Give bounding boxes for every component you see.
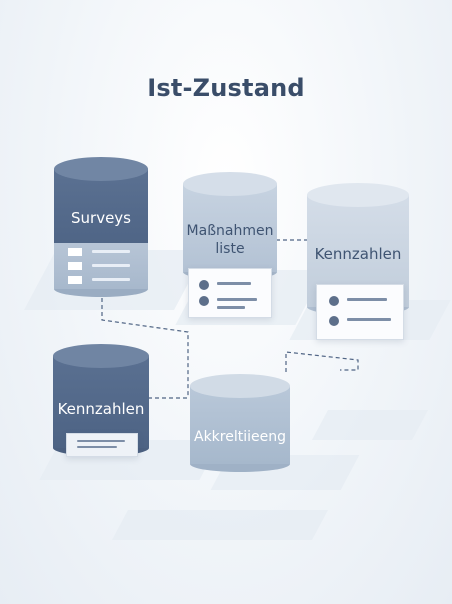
- kennzahlen-right-label: Kennzahlen: [314, 245, 402, 263]
- massnahmen-label-line2: liste: [215, 241, 245, 257]
- connector-kennzahlen-akkreditierung: [285, 351, 359, 372]
- surveys-label: Surveys: [71, 209, 131, 227]
- akkreditierung-label: Akkreltiieeng: [194, 429, 286, 445]
- kennzahlen-left-cylinder: Kennzahlen: [53, 344, 149, 456]
- massnahmenliste-cylinder: Maßnahmen liste: [183, 172, 277, 280]
- akkreditierung-cylinder: Akkreltiieeng: [190, 374, 290, 472]
- massnahmen-list-card: [188, 268, 272, 318]
- kennzahlen-left-card: [66, 433, 138, 457]
- kennzahlen-list-card: [316, 284, 404, 340]
- surveys-cylinder: Surveys: [54, 157, 148, 297]
- page-title: Ist-Zustand: [147, 74, 305, 103]
- connector-surveys-akkreditierung: [101, 298, 189, 398]
- kennzahlen-left-label: Kennzahlen: [57, 400, 145, 418]
- massnahmen-label-line1: Maßnahmen: [186, 223, 274, 239]
